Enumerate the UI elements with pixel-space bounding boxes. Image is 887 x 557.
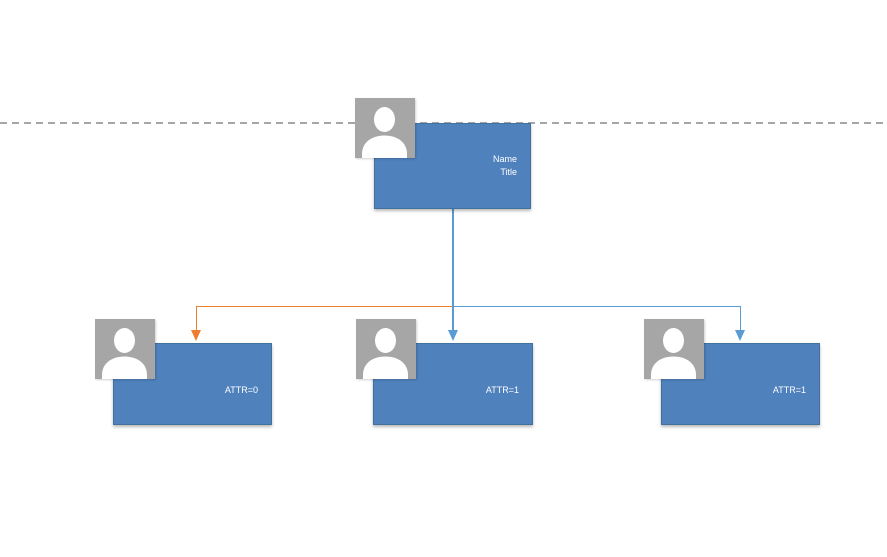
dashed-guide-line [0,122,887,124]
node-title-label: ATTR=1 [485,385,519,395]
connector-right-horizontal [452,305,741,307]
avatar-child-3[interactable] [644,319,704,379]
person-placeholder-icon [356,319,416,379]
connector-left-drop [195,305,198,331]
avatar-child-1[interactable] [95,319,155,379]
avatar-root[interactable] [355,98,415,158]
person-placeholder-icon [355,98,415,158]
node-title-label: ATTR=1 [772,385,806,395]
person-placeholder-icon [95,319,155,379]
connector-right-drop [739,305,741,331]
arrow-down-right-icon [734,330,745,341]
avatar-child-2[interactable] [356,319,416,379]
connector-left-horizontal [195,305,453,307]
node-title-label: Title [500,167,517,177]
arrow-down-left-icon [191,330,201,341]
node-name-label: Name [492,154,517,164]
connector-root-stem [452,209,454,330]
arrow-down-middle-icon [447,330,458,341]
person-placeholder-icon [644,319,704,379]
node-title-label: ATTR=0 [224,385,258,395]
